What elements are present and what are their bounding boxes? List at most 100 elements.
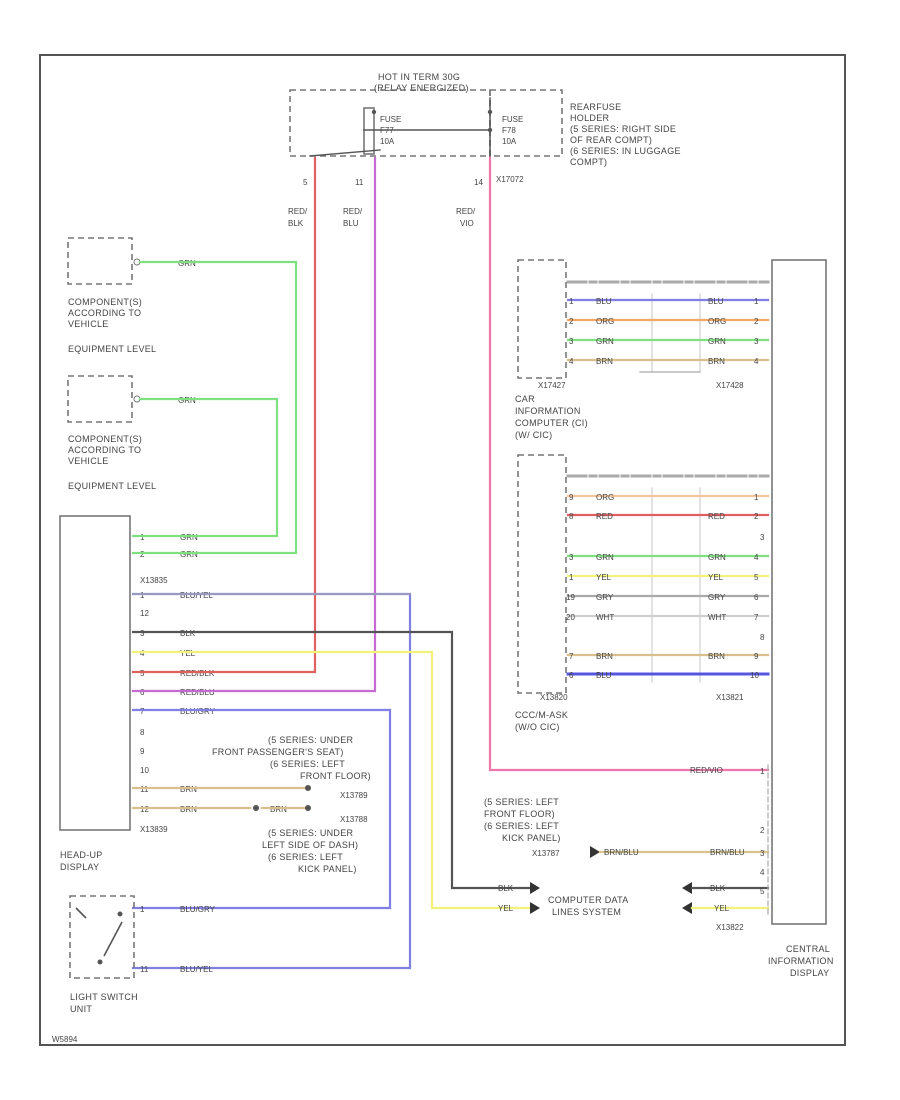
ccc-label-2: (W/O CIC) [515, 722, 560, 732]
cic-wire-l-4: BRN [596, 357, 613, 366]
x13789-l3: (6 SERIES: LEFT [270, 759, 345, 769]
ccc-wire-l-1: ORG [596, 493, 614, 502]
relay-pin-11: 11 [355, 178, 364, 187]
fuse-left-label: FUSE [380, 115, 401, 124]
cid-pin-5: 5 [760, 887, 765, 896]
component-1-l3: VEHICLE [68, 319, 109, 329]
ground-x13788-note: X13788 (5 SERIES: UNDER LEFT SIDE OF DAS… [262, 815, 368, 874]
cic-wire-r-1: BLU [708, 297, 724, 306]
cid-label-3: DISPLAY [790, 968, 829, 978]
ccc-pin-l-9: 7 [569, 652, 574, 661]
relay-fuse-group: HOT IN TERM 30G (RELAY ENERGIZED) FUSE F… [289, 72, 681, 187]
component-2-l4: EQUIPMENT LEVEL [68, 481, 156, 491]
light-switch-unit: 1 11 BLU/GRY BLU/YEL LIGHT SWITCH UNIT [69, 895, 216, 1014]
ccc-wire-l-4: GRN [596, 553, 614, 562]
cic-pin-l-4: 4 [569, 357, 574, 366]
cid-yel-label: YEL [714, 904, 730, 913]
data-arrow-yel [530, 902, 540, 914]
relay-dot-right [487, 109, 493, 115]
wire-blu-gry [131, 708, 392, 910]
cic-wire-l-1: BLU [596, 297, 612, 306]
ccc-box [517, 454, 567, 694]
component-1: COMPONENT(S) ACCORDING TO VEHICLE EQUIPM… [67, 237, 196, 354]
ccc-wire-r-2: RED [708, 512, 725, 521]
wire-red-vio [488, 156, 770, 772]
relay-connector-id: X17072 [496, 175, 524, 184]
hud-pin-10: 10 [140, 766, 149, 775]
light-switch-label-1: LIGHT SWITCH [70, 992, 138, 1002]
hud-pin-12b: 12 [140, 805, 149, 814]
fuse-f77 [363, 107, 375, 155]
hud-pins: 1 GRN 2 GRN 1 BLU/YEL 12 3 BLK 4 YEL 5 R… [140, 533, 287, 814]
cid-pin-1: 1 [760, 767, 765, 776]
switch-icon [75, 907, 123, 957]
ccc-wire-l-10: BLU [596, 671, 612, 680]
ccc-wire-r-4: GRN [708, 553, 726, 562]
hud-wire-4: YEL [180, 649, 196, 658]
x13789-id: X13789 [340, 791, 368, 800]
cic-wire-r-2: ORG [708, 317, 726, 326]
computer-data-lines: BLK YEL COMPUTER DATA LINES SYSTEM BLK Y… [498, 882, 770, 917]
x13787-l1: (5 SERIES: LEFT [484, 797, 559, 807]
data-lines-yel: YEL [498, 904, 514, 913]
rear-fuse-holder-l3: (5 SERIES: RIGHT SIDE [570, 124, 676, 134]
ccc-pin-r-4: 4 [754, 553, 759, 562]
ccc-pin-l-5: 1 [569, 573, 574, 582]
component-1-l2: ACCORDING TO [68, 308, 141, 318]
data-lines-blk: BLK [498, 884, 514, 893]
ccc-pin-r-2: 2 [754, 512, 759, 521]
ccc-pin-r-6: 6 [754, 593, 759, 602]
data-arrow-yel-right [682, 902, 692, 914]
cic-pin-r-3: 3 [754, 337, 759, 346]
ccc-pin-l-2: 8 [569, 512, 574, 521]
x13788-l3: (6 SERIES: LEFT [268, 852, 343, 862]
cic-pin-l-2: 2 [569, 317, 574, 326]
hud-pin-3: 3 [140, 629, 145, 638]
fuse-right-amp: 10A [502, 137, 517, 146]
data-lines-label-1: COMPUTER DATA [548, 895, 629, 905]
ccc-pin-r-8: 8 [760, 633, 765, 642]
cic-label-4: (W/ CIC) [515, 430, 552, 440]
footer-code: W5894 [52, 1035, 78, 1044]
cic-pin-l-1: 1 [569, 297, 574, 306]
cic-wire-r-3: GRN [708, 337, 726, 346]
light-switch-box [69, 895, 135, 979]
hud-pin-6: 6 [140, 688, 145, 697]
wire-blu-yel [131, 592, 412, 970]
hud-brn-splice: BRN [270, 805, 287, 814]
cic-connector-right: X17428 [716, 381, 744, 390]
hud-pin-4: 4 [140, 649, 145, 658]
component-2-l2: ACCORDING TO [68, 445, 141, 455]
hud-wire-3: BLK [180, 629, 196, 638]
cid-connector-id: X13822 [716, 923, 744, 932]
hud-wire-7: BLU/GRY [180, 707, 216, 716]
ccc-wire-l-5: YEL [596, 573, 612, 582]
hud-pin-12a: 12 [140, 609, 149, 618]
x13787-wire-label: BRN/BLU [604, 848, 639, 857]
data-lines-label-2: LINES SYSTEM [552, 907, 621, 917]
relay-dot-bus [487, 127, 493, 133]
hud-connector-bottom: X13839 [140, 825, 168, 834]
rear-fuse-holder-l6: COMPT) [570, 157, 607, 167]
x13787-arrow [590, 846, 600, 858]
relay-title-line1: HOT IN TERM 30G [378, 72, 460, 82]
ground-x13789-note: (5 SERIES: UNDER FRONT PASSENGER'S SEAT)… [212, 735, 371, 800]
ccc-wire-l-6: GRY [596, 593, 614, 602]
ccc-pin-l-6: 19 [566, 593, 575, 602]
x13788-id: X13788 [340, 815, 368, 824]
wire-yel-hud [131, 650, 532, 910]
cid-ground-label: BRN/BLU [710, 848, 745, 857]
component-2: COMPONENT(S) ACCORDING TO VEHICLE EQUIPM… [67, 375, 196, 491]
ground-x13788-dot [305, 805, 311, 811]
hud-connector-top: X13835 [140, 576, 168, 585]
hud-pin-9: 9 [140, 747, 145, 756]
light-switch-wire-a: BLU/GRY [180, 905, 216, 914]
hud-wire-1a: GRN [180, 533, 198, 542]
head-up-display: HEAD-UP DISPLAY X13835 X13839 [59, 515, 168, 872]
ccc-wire-r-7: WHT [708, 613, 726, 622]
ccc-label-1: CCC/M-ASK [515, 710, 568, 720]
rear-fuse-holder-l1: REARFUSE [570, 102, 621, 112]
x13789-l4: FRONT FLOOR) [300, 771, 371, 781]
hud-pin-7: 7 [140, 707, 145, 716]
